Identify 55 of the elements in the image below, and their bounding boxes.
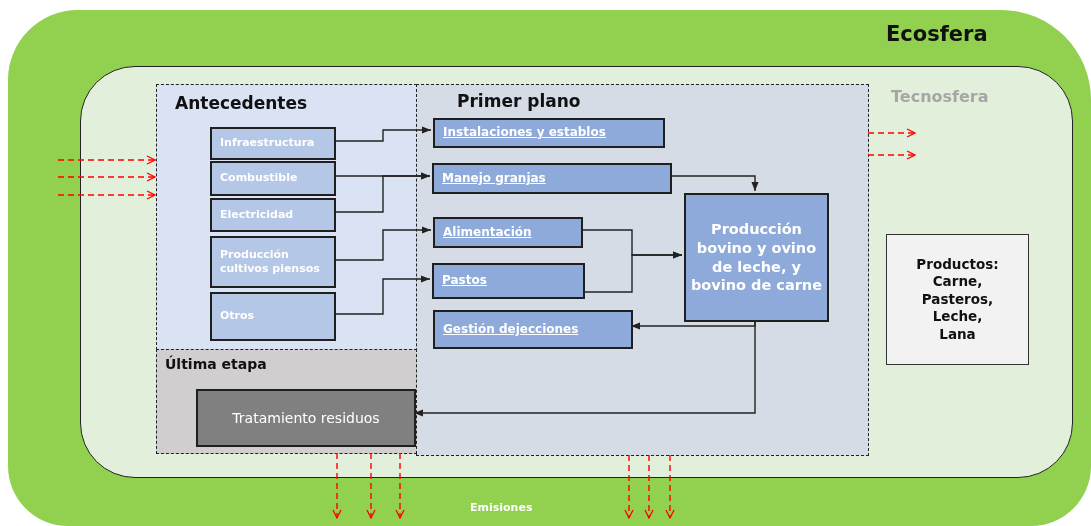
process-box xyxy=(210,127,336,160)
box-label: Electricidad xyxy=(220,207,294,223)
emissions-label: Emisiones xyxy=(470,501,533,514)
arrow xyxy=(669,175,759,192)
process-box xyxy=(432,263,585,299)
flow-arrow xyxy=(624,454,634,519)
box-label: Manejo granjas xyxy=(442,170,546,187)
process-box xyxy=(196,389,416,447)
box-label: Gestión dejecciones xyxy=(443,321,579,338)
arrow xyxy=(333,126,432,142)
flow-arrow xyxy=(57,155,156,165)
flow-arrow xyxy=(867,150,916,160)
box-label: Pastos xyxy=(442,273,487,289)
arrow xyxy=(333,275,431,315)
process-box xyxy=(210,198,336,232)
region-panel xyxy=(80,66,1073,478)
arrow xyxy=(582,251,683,293)
process-box xyxy=(210,161,336,196)
region-title: Primer plano xyxy=(457,91,581,111)
flow-arrow xyxy=(57,190,156,200)
region-panel xyxy=(416,84,869,456)
region-title: Antecedentes xyxy=(175,93,308,113)
region-title: Tecnosfera xyxy=(891,87,989,106)
process-box xyxy=(432,163,672,194)
box-label: Producción bovino y ovino de leche, y bovino de carne xyxy=(690,219,823,296)
box-label: Productos: Carne, Pasteros, Leche, Lana xyxy=(915,255,1000,344)
arrow xyxy=(333,172,431,213)
region-panel xyxy=(156,349,417,454)
box-label: Infraestructura xyxy=(220,136,315,151)
box-label: Tratamiento residuos xyxy=(232,408,380,428)
flow-arrow xyxy=(644,454,654,519)
process-box xyxy=(433,310,633,349)
region-title: Última etapa xyxy=(165,356,267,372)
process-box xyxy=(886,234,1029,365)
process-box xyxy=(210,292,336,341)
process-box xyxy=(210,236,336,288)
process-box xyxy=(433,217,583,248)
arrow xyxy=(413,319,756,417)
box-label: Alimentación xyxy=(443,224,532,241)
process-box xyxy=(433,118,665,148)
region-panel xyxy=(156,84,417,350)
arrow xyxy=(333,226,432,261)
flow-arrow xyxy=(665,454,675,519)
box-label: Producción cultivos piensos xyxy=(220,247,321,277)
region-panel xyxy=(8,10,1091,526)
box-label: Otros xyxy=(220,309,255,324)
flow-arrow xyxy=(366,452,376,519)
flow-arrow xyxy=(395,452,405,519)
flow-arrow xyxy=(57,172,156,182)
box-label: Combustible xyxy=(220,171,298,186)
region-title: Ecosfera xyxy=(886,22,988,46)
process-box xyxy=(684,193,829,322)
flow-arrow xyxy=(867,128,916,138)
box-label: Instalaciones y establos xyxy=(443,125,606,141)
flow-arrow xyxy=(332,452,342,519)
